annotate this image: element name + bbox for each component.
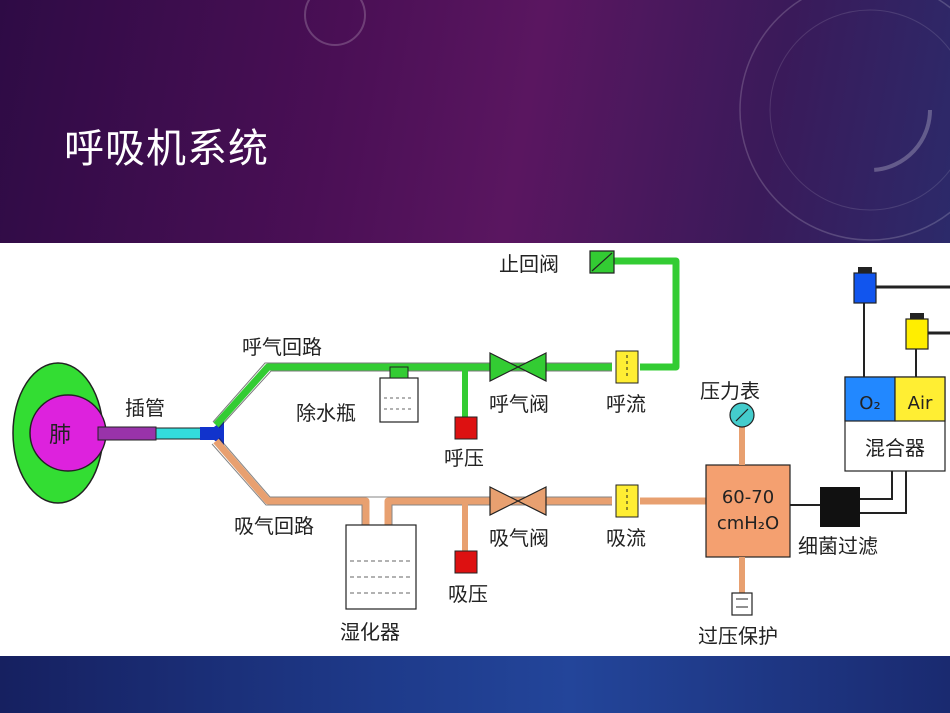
ventilator-diagram: 肺 插管 呼气回路 止回阀 除水瓶 呼压 呼气阀 xyxy=(0,243,950,656)
decorative-arcs xyxy=(304,0,950,241)
intubation-tube xyxy=(97,426,157,441)
inhale-valve-label: 吸气阀 xyxy=(489,526,549,550)
air-cylinder xyxy=(905,318,929,350)
inhale-flow-label: 吸流 xyxy=(606,526,646,550)
water-trap-label: 除水瓶 xyxy=(296,401,356,425)
check-valve-label: 止回阀 xyxy=(499,252,559,276)
slide-footer xyxy=(0,656,950,713)
inhale-pressure-label: 吸压 xyxy=(448,582,488,606)
air-cell xyxy=(894,376,946,422)
pressure-regulator xyxy=(705,464,791,558)
humidifier-label: 湿化器 xyxy=(340,620,400,644)
slide-title: 呼吸机系统 xyxy=(64,126,269,172)
exhale-pressure-sensor xyxy=(454,416,478,440)
oxygen-cell xyxy=(844,376,896,422)
oxygen-label: O₂ xyxy=(859,393,880,414)
pressure-gauge-label: 压力表 xyxy=(700,379,760,403)
air-label: Air xyxy=(908,393,933,414)
overpressure-valve xyxy=(731,592,753,616)
lung-label: 肺 xyxy=(49,423,71,448)
inhale-pressure-sensor xyxy=(454,550,478,574)
inhale-circuit-label: 吸气回路 xyxy=(234,514,314,538)
exhale-valve-label: 呼气阀 xyxy=(489,392,549,416)
exhale-valve xyxy=(489,352,547,382)
bacteria-filter-label: 细菌过滤 xyxy=(798,534,878,558)
exhale-pressure-label: 呼压 xyxy=(444,446,484,470)
mixer-label: 混合器 xyxy=(865,436,925,460)
exhale-flow-label: 呼流 xyxy=(606,392,646,416)
diagram-svg: 肺 插管 呼气回路 止回阀 除水瓶 呼压 呼气阀 xyxy=(12,250,950,648)
intubation-label: 插管 xyxy=(125,396,165,420)
water-trap xyxy=(379,377,419,423)
exhale-circuit-label: 呼气回路 xyxy=(242,335,322,359)
inhale-valve xyxy=(489,486,547,516)
bacteria-filter xyxy=(820,487,860,527)
humidifier xyxy=(345,524,417,610)
regulator-value: 60-70 xyxy=(722,487,774,508)
intubation-tip xyxy=(155,427,203,440)
overpressure-label: 过压保护 xyxy=(698,624,778,648)
slide-header: 呼吸机系统 xyxy=(0,0,950,243)
oxygen-cylinder xyxy=(853,272,877,304)
regulator-unit: cmH₂O xyxy=(717,513,779,534)
